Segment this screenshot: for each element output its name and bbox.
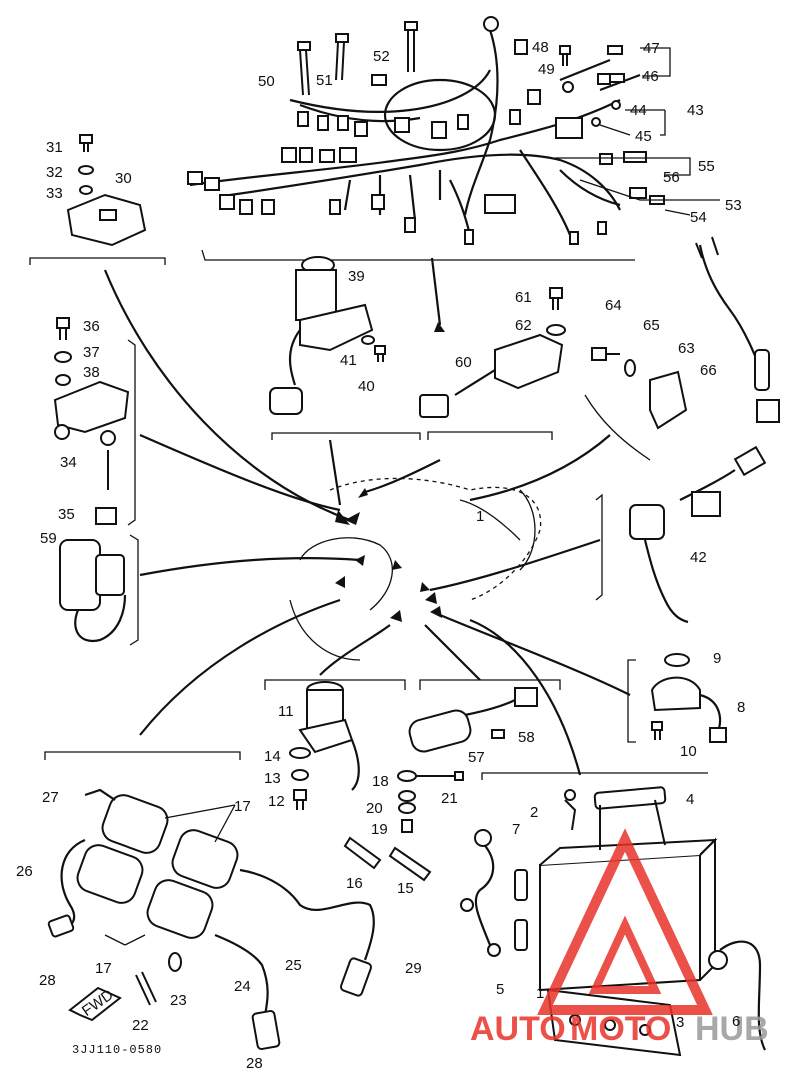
callout-27: 27 [42,789,59,806]
callout-31: 31 [46,139,63,156]
callout-2: 2 [530,804,538,821]
callout-28a: 28 [39,972,56,989]
harness-leaders [201,47,720,261]
wire-harness [187,16,665,245]
frame-outline [103,257,631,776]
callout-53: 53 [725,197,742,214]
callout-15: 15 [397,880,414,897]
callout-14: 14 [264,748,281,765]
callout-28b: 28 [246,1055,263,1072]
callout-13: 13 [264,770,281,787]
callout-36: 36 [83,318,100,335]
callout-49: 49 [538,61,555,78]
callout-10: 10 [680,743,697,760]
bolt-22-23-group [68,952,182,1022]
starter-relay-57-group [408,679,561,753]
callout-4: 4 [686,791,694,808]
callout-59: 59 [40,530,57,547]
callout-63: 63 [678,340,695,357]
callout-21: 21 [441,790,458,807]
callout-54: 54 [690,209,707,226]
callout-17b: 17 [95,960,112,977]
callout-16: 16 [346,875,363,892]
callout-32: 32 [46,164,63,181]
callout-26: 26 [16,863,33,880]
fuse-group [397,770,708,833]
callout-50: 50 [258,73,275,90]
main-switch-group [269,256,421,440]
callout-46: 46 [642,68,659,85]
callout-39: 39 [348,268,365,285]
callout-23: 23 [170,992,187,1009]
watermark-moto: MOTO [570,1010,671,1048]
flasher-group [59,534,139,646]
callout-1b: 1 [536,985,544,1002]
watermark-hub: HUB [695,1010,769,1048]
callout-30: 30 [115,170,132,187]
callout-58: 58 [518,729,535,746]
ignition-coil-group [44,751,375,1051]
spark-plug-group [343,836,432,882]
callout-3: 3 [676,1014,684,1031]
callout-61: 61 [515,289,532,306]
callout-29: 29 [405,960,422,977]
callout-labels: 1 1 2 3 4 5 6 7 8 9 10 11 12 13 14 15 16… [16,39,745,1072]
lead-wire-group [695,236,780,423]
horn-group [595,445,767,624]
callout-12: 12 [268,793,285,810]
relay-63-group [584,347,688,461]
battery-group [460,786,766,1057]
callout-55: 55 [698,158,715,175]
callout-42: 42 [690,549,707,566]
sensor-8-group [627,653,727,743]
relay-group [53,317,136,526]
callout-66: 66 [700,362,717,379]
callout-65: 65 [643,317,660,334]
callout-17a: 17 [234,798,251,815]
callout-44: 44 [630,102,647,119]
watermark-logo: AUTO MOTO HUB [470,828,769,1048]
callout-7: 7 [512,821,520,838]
callout-43: 43 [687,102,704,119]
callout-35: 35 [58,506,75,523]
callout-11: 11 [278,703,294,720]
callout-34: 34 [60,454,77,471]
callout-8: 8 [737,699,745,716]
callout-52: 52 [373,48,390,65]
callout-20: 20 [366,800,383,817]
watermark-auto: AUTO [470,1010,566,1048]
callout-22: 22 [132,1017,149,1034]
ignitor-group [419,287,566,440]
callout-48: 48 [532,39,549,56]
cdi-unit-group [29,134,166,265]
callout-6: 6 [732,1013,740,1030]
callout-62: 62 [515,317,532,334]
callout-45: 45 [635,128,652,145]
drawing-code: 3JJ110-0580 [72,1043,162,1057]
callout-51: 51 [316,72,333,89]
callout-37: 37 [83,344,100,361]
callout-64: 64 [605,297,622,314]
callout-38: 38 [83,364,100,381]
callout-24: 24 [234,978,251,995]
callout-41: 41 [340,352,357,369]
callout-33: 33 [46,185,63,202]
callout-56: 56 [663,169,680,186]
callout-9: 9 [713,650,721,667]
callout-40: 40 [358,378,375,395]
callout-57: 57 [468,749,485,766]
starter-relay-11-group [264,679,406,810]
callout-5: 5 [496,981,504,998]
callout-47: 47 [643,40,660,57]
callout-18: 18 [372,773,389,790]
callout-19: 19 [371,821,388,838]
callout-60: 60 [455,354,472,371]
callout-1: 1 [476,508,484,525]
callout-25: 25 [285,957,302,974]
